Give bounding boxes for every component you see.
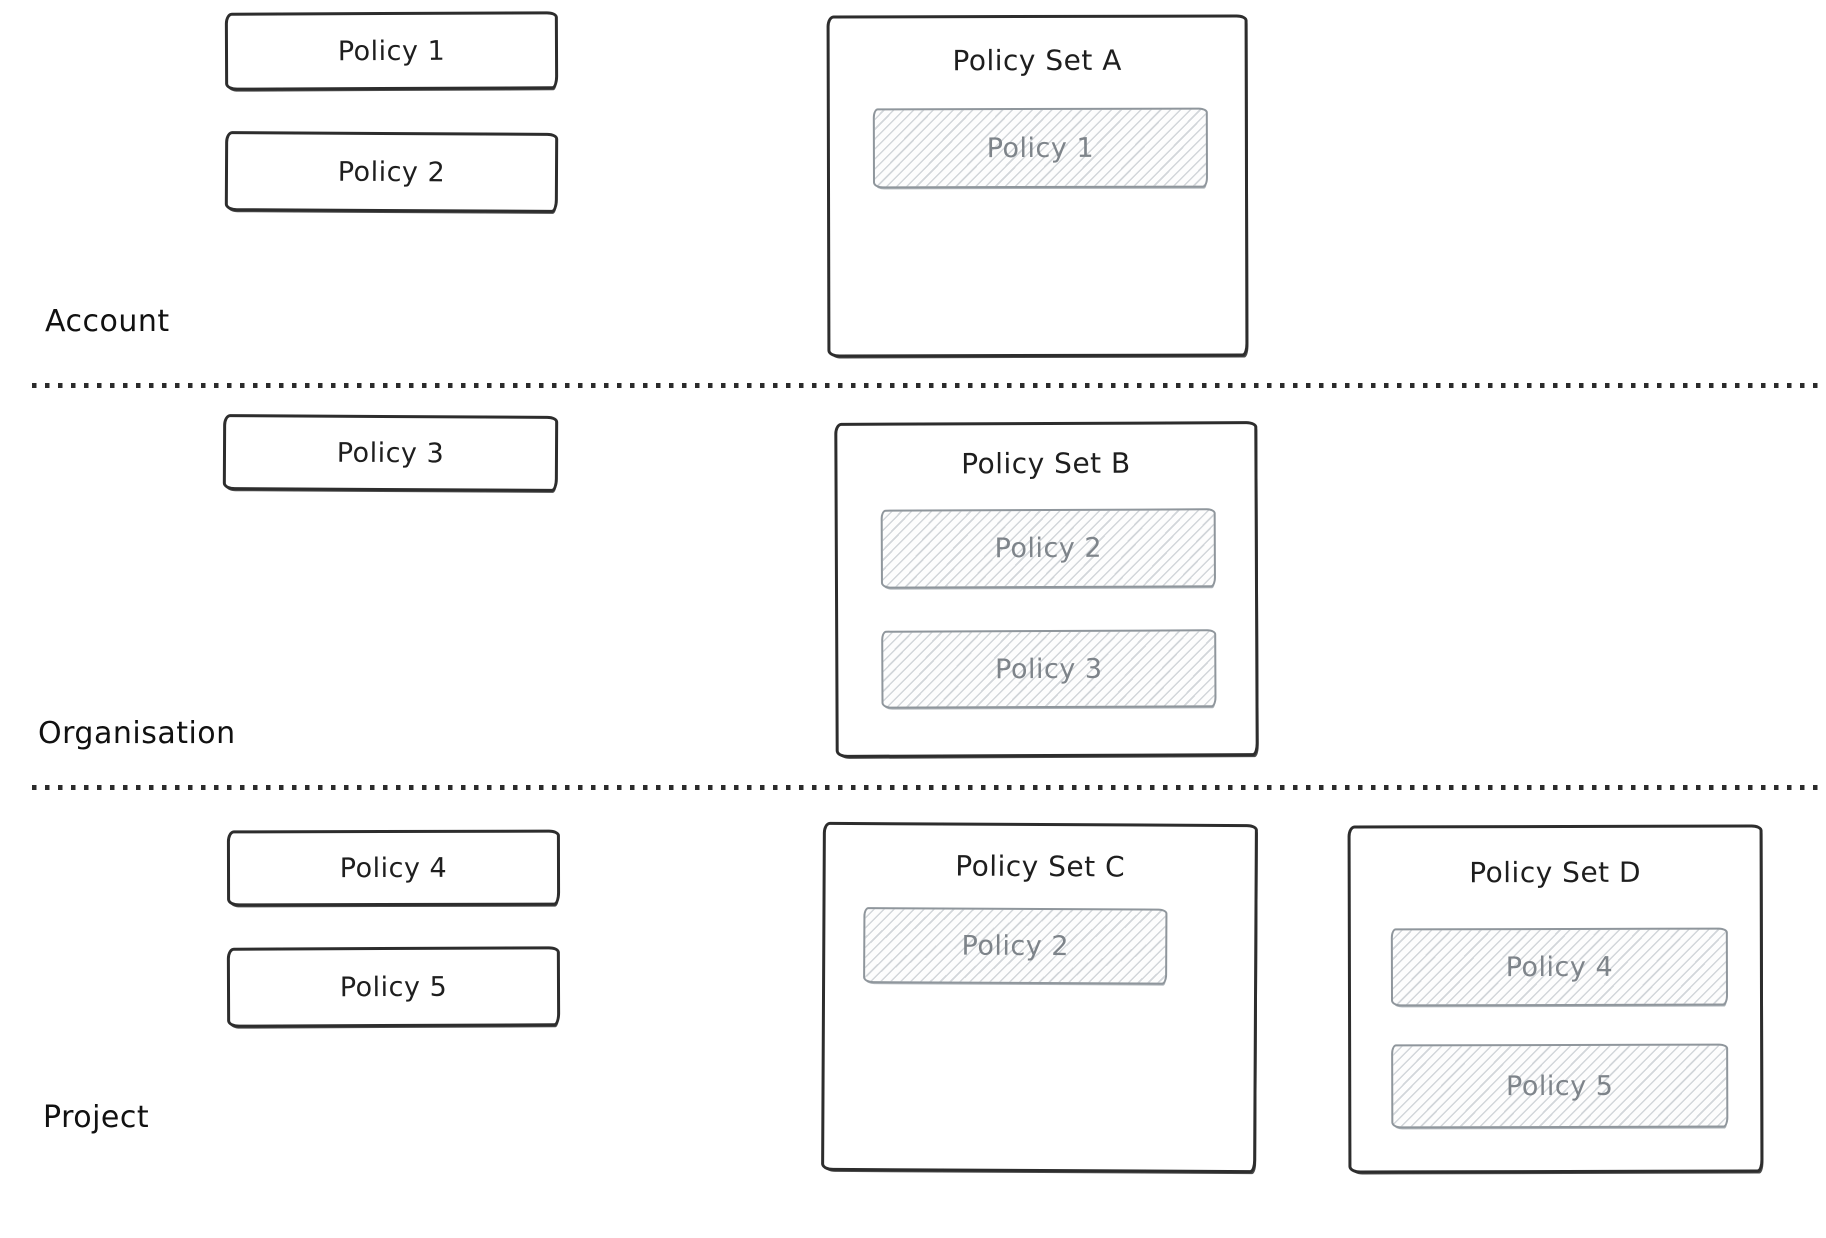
policy-box-label: Policy 2	[337, 156, 446, 188]
policy-set-b-member-policy-2: Policy 2	[880, 508, 1216, 589]
policy-set-c-title: Policy Set C	[955, 849, 1126, 884]
policy-box-policy-3: Policy 3	[222, 414, 559, 492]
policy-set-a-member-policy-1: Policy 1	[872, 107, 1209, 189]
section-label-account: Account	[45, 304, 170, 339]
hatched-policy-label: Policy 5	[1505, 1070, 1614, 1102]
policy-set-a-title: Policy Set A	[952, 43, 1122, 78]
policy-set-a-box: Policy Set A Policy 1	[826, 14, 1249, 358]
section-label-project: Project	[43, 1100, 150, 1135]
hatched-policy-label: Policy 3	[995, 653, 1103, 685]
policy-set-b-member-policy-3: Policy 3	[881, 629, 1217, 709]
divider-account-organisation	[32, 383, 1826, 388]
hatched-policy-label: Policy 2	[961, 930, 1070, 962]
policy-set-b-title: Policy Set B	[961, 446, 1131, 481]
policy-set-b-box: Policy Set B Policy 2 Policy 3	[834, 421, 1259, 758]
policy-box-label: Policy 5	[339, 971, 448, 1003]
policy-box-label: Policy 3	[336, 437, 445, 469]
policy-set-d-member-policy-4: Policy 4	[1390, 927, 1729, 1007]
policy-box-policy-4: Policy 4	[226, 829, 561, 907]
section-label-organisation: Organisation	[38, 716, 236, 751]
policy-box-policy-1: Policy 1	[224, 11, 559, 91]
policy-box-policy-5: Policy 5	[226, 946, 561, 1028]
policy-box-label: Policy 1	[337, 35, 446, 67]
hatched-policy-label: Policy 2	[994, 532, 1103, 565]
policy-set-c-box: Policy Set C Policy 2	[821, 821, 1258, 1174]
policy-set-d-box: Policy Set D Policy 4 Policy 5	[1347, 824, 1764, 1174]
policy-box-label: Policy 4	[339, 852, 448, 884]
policy-set-d-member-policy-5: Policy 5	[1391, 1043, 1729, 1129]
hatched-policy-label: Policy 4	[1505, 951, 1614, 983]
divider-organisation-project	[32, 785, 1826, 790]
policy-box-policy-2: Policy 2	[224, 131, 559, 213]
policy-set-c-member-policy-2: Policy 2	[863, 907, 1168, 985]
hatched-policy-label: Policy 1	[986, 132, 1095, 164]
policy-set-d-title: Policy Set D	[1469, 855, 1642, 890]
